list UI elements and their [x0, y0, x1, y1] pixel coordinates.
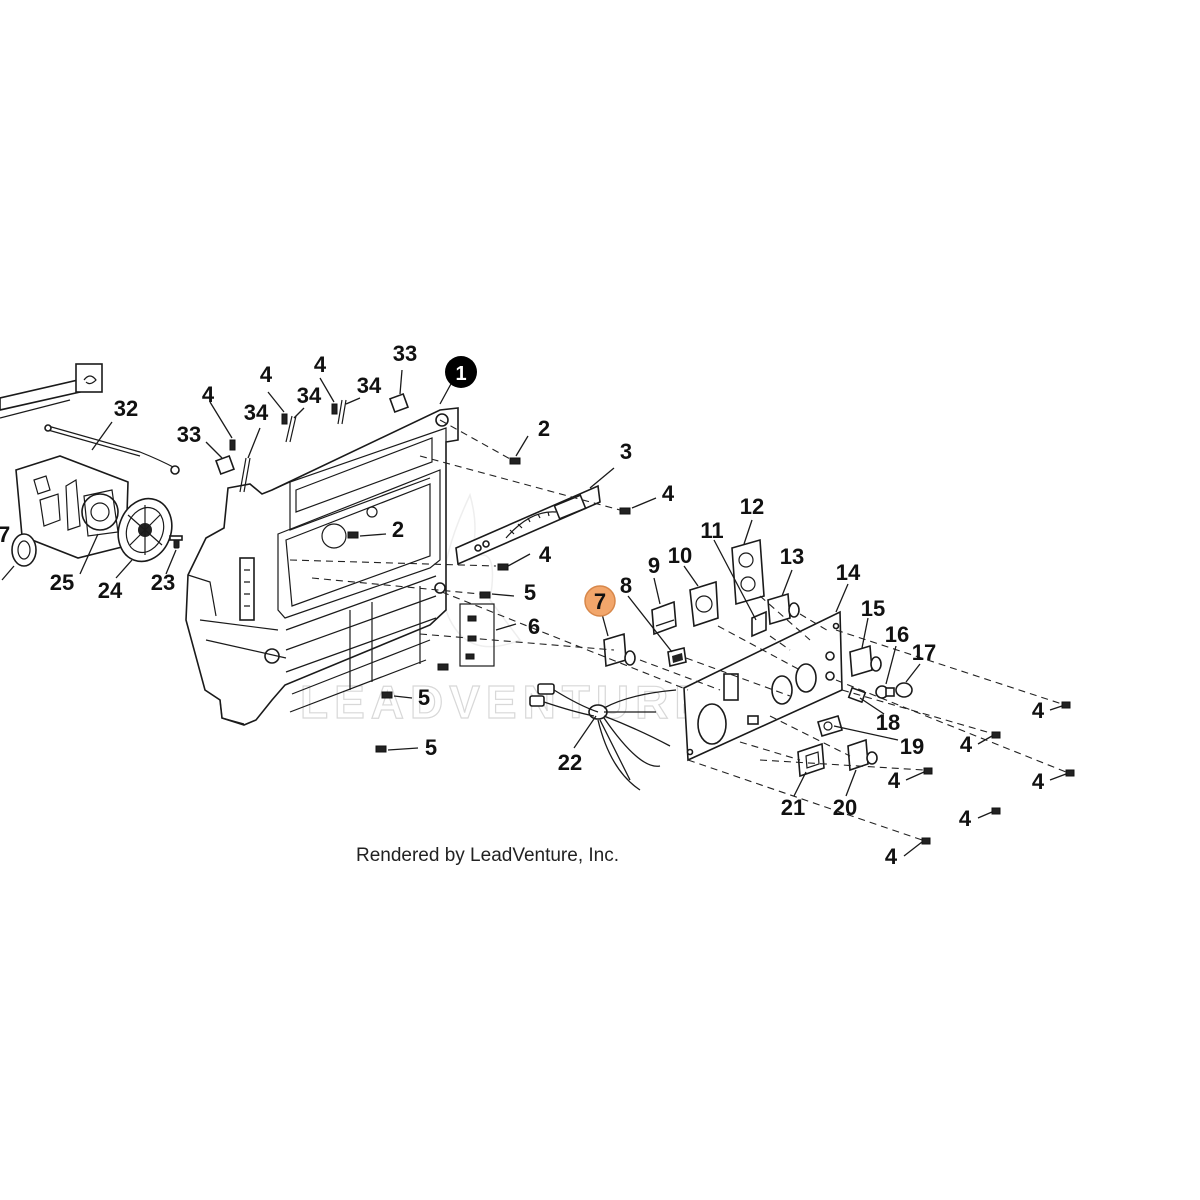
callout-12: 12	[740, 494, 764, 519]
breaker-15	[849, 644, 882, 678]
watermark-text: LEADVENTURE	[300, 676, 711, 728]
callout-21: 21	[781, 795, 805, 820]
callout-4-c: 4	[314, 352, 327, 377]
callout-33-top: 33	[393, 341, 417, 366]
callout-11: 11	[700, 518, 723, 543]
callout-2-mid: 2	[392, 517, 404, 542]
callout-5-a: 5	[524, 580, 536, 605]
screw-23	[169, 535, 183, 549]
callout-1: 1	[455, 363, 466, 385]
watermark-flame-icon	[442, 492, 522, 648]
starter-pulley-24	[117, 497, 173, 563]
duplex-outlet-12	[731, 538, 765, 606]
breaker-20	[847, 738, 878, 772]
front-frame-1	[185, 407, 459, 726]
callout-17: 17	[912, 640, 936, 665]
callout-6: 6	[528, 614, 540, 639]
rocker-switch-8	[667, 647, 687, 667]
assembly-lines	[289, 419, 1067, 841]
screw-group	[215, 393, 1075, 845]
callout-10: 10	[668, 543, 692, 568]
callout-22: 22	[558, 750, 582, 775]
callout-4-h: 4	[1032, 769, 1045, 794]
breaker-13	[767, 592, 800, 626]
callout-2-top: 2	[538, 416, 550, 441]
callout-32: 32	[114, 396, 138, 421]
wiring-harness-22	[529, 683, 677, 791]
module-9	[651, 600, 677, 636]
callout-20: 20	[833, 795, 857, 820]
callout-1-badge: 1	[445, 356, 477, 388]
plug-19	[817, 715, 843, 737]
callout-9: 9	[648, 553, 660, 578]
outlet-10	[689, 580, 719, 628]
callout-34-a: 34	[244, 400, 269, 425]
callout-34-c: 34	[357, 373, 382, 398]
coil-part-7-left	[1, 533, 37, 581]
callout-labels: 1 7 32 33 4 34 4 34 4 34 33 2 2 3 4 4 5 …	[0, 341, 1045, 869]
callout-4-j: 4	[959, 806, 972, 831]
callout-25: 25	[50, 570, 74, 595]
callout-19: 19	[900, 734, 924, 759]
callout-7-left: 7	[0, 522, 10, 547]
callout-18: 18	[876, 710, 900, 735]
callout-23: 23	[151, 570, 175, 595]
control-panel-plate-3	[455, 484, 601, 566]
breaker-7	[603, 632, 636, 668]
callout-13: 13	[780, 544, 804, 569]
callout-7-highlight: 7	[584, 585, 616, 617]
callout-14: 14	[836, 560, 861, 585]
callout-4-d: 4	[662, 481, 675, 506]
callout-33-left: 33	[177, 422, 201, 447]
callout-3: 3	[620, 439, 632, 464]
callout-7: 7	[594, 589, 606, 614]
cap-16	[875, 685, 895, 699]
callout-24: 24	[98, 578, 123, 603]
cap-17	[895, 682, 913, 698]
callout-4-a: 4	[202, 382, 215, 407]
callout-15: 15	[861, 596, 885, 621]
callout-34-b: 34	[297, 383, 322, 408]
throttle-cable	[44, 424, 180, 475]
leader-lines	[79, 369, 921, 797]
wiring-panel-14	[683, 610, 843, 762]
outlet-21	[797, 742, 825, 778]
callout-4-b: 4	[260, 362, 273, 387]
callout-4-g: 4	[960, 732, 973, 757]
callout-16: 16	[885, 622, 909, 647]
callout-4-i: 4	[888, 768, 901, 793]
callout-8: 8	[620, 573, 632, 598]
callout-4-f: 4	[1032, 698, 1045, 723]
callout-5-c: 5	[425, 735, 437, 760]
handle-rod	[0, 363, 103, 419]
callout-4-e: 4	[539, 542, 552, 567]
callout-5-b: 5	[418, 685, 430, 710]
render-credit: Rendered by LeadVenture, Inc.	[355, 845, 620, 866]
callout-right-leaders	[903, 705, 1067, 857]
callout-4-k: 4	[885, 844, 898, 869]
